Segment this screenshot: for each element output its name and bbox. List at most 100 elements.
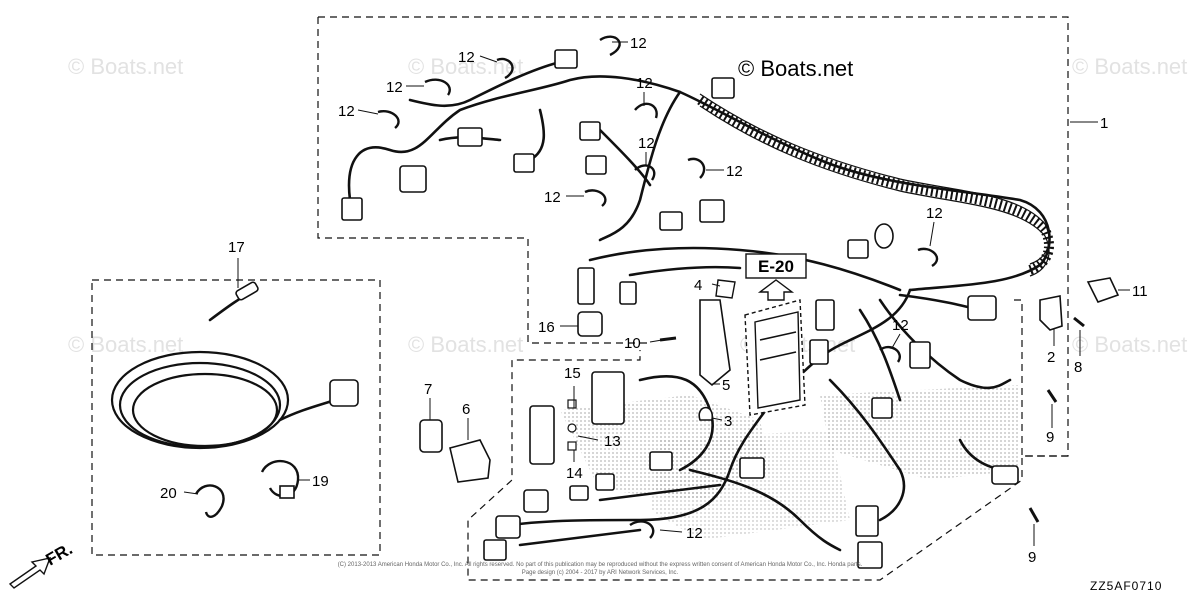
right-parts (567, 277, 1120, 523)
callout-2: 2 (1047, 349, 1055, 366)
callouts: 1 2 3 4 5 6 7 8 9 9 10 11 12 12 12 12 12… (160, 35, 1148, 566)
connector (991, 465, 1019, 485)
bolt-icon (1046, 389, 1058, 403)
connector (341, 197, 363, 221)
watermark: © Boats.net (408, 332, 523, 357)
leader-lines (183, 41, 1130, 546)
watermark: © Boats.net (68, 332, 183, 357)
watermark: © Boats.net (68, 54, 183, 79)
up-arrow-icon (757, 279, 795, 301)
connector (649, 451, 673, 471)
clip-icon (424, 78, 451, 96)
callout-9: 9 (1028, 549, 1036, 566)
callout-12: 12 (386, 79, 403, 96)
connectors (341, 49, 1019, 569)
clip-icon (584, 189, 607, 207)
connector (699, 199, 725, 223)
front-indicator: FR. (8, 539, 76, 589)
watermark: © Boats.net (1072, 332, 1187, 357)
bolt-icon (1028, 507, 1040, 523)
clip-icon (634, 102, 658, 119)
clip-icon (377, 110, 400, 129)
bolt-icon (659, 336, 677, 342)
connector (457, 127, 483, 147)
nut-icon (567, 399, 577, 409)
clamp-icon (698, 406, 713, 421)
stay-icon (1039, 295, 1063, 331)
copyright-line: (C) 2013-2013 American Honda Motor Co., … (338, 562, 863, 568)
dashed-frames (91, 16, 1069, 581)
reference-box: E-20 (745, 253, 807, 301)
callout-12: 12 (686, 525, 703, 542)
callout-11: 11 (1132, 283, 1148, 300)
front-arrow-icon (8, 557, 52, 589)
callout-12: 12 (638, 135, 655, 152)
diagram-code: ZZ5AF0710 (1090, 579, 1162, 593)
brand-label: © Boats.net (738, 56, 853, 81)
clips (377, 35, 939, 539)
connector (513, 153, 535, 173)
nut-icon (567, 441, 577, 451)
coupler-icon (449, 439, 491, 483)
clip-icon (629, 520, 655, 539)
connector (809, 339, 829, 365)
connector (523, 489, 549, 513)
callout-12: 12 (338, 103, 355, 120)
watermark: © Boats.net (1072, 54, 1187, 79)
clip-icon (634, 164, 656, 181)
connector (495, 515, 521, 539)
callout-1: 1 (1100, 115, 1108, 132)
callout-12: 12 (726, 163, 743, 180)
connector (595, 473, 615, 491)
corrugated-tube (697, 93, 1054, 277)
connector (659, 211, 683, 231)
clip-icon (917, 247, 939, 268)
callout-10: 10 (624, 335, 641, 352)
callout-8: 8 (1074, 359, 1082, 376)
ecu-module (744, 299, 806, 416)
connector (569, 485, 589, 501)
callout-5: 5 (722, 377, 730, 394)
callout-14: 14 (566, 465, 583, 482)
connector (579, 121, 601, 141)
callout-3: 3 (724, 413, 732, 430)
connector (874, 223, 894, 249)
bracket (699, 279, 736, 387)
clip-icon (496, 57, 514, 80)
washer-icon (567, 423, 577, 433)
callout-12: 12 (544, 189, 561, 206)
connector (711, 77, 735, 99)
clip-icon (687, 157, 706, 179)
connector (847, 239, 869, 259)
connector (619, 281, 637, 305)
callout-4: 4 (694, 277, 702, 294)
connector-cover-icon (419, 419, 443, 453)
callout-12: 12 (636, 75, 653, 92)
callout-12: 12 (926, 205, 943, 222)
callout-12: 12 (892, 317, 909, 334)
callout-12: 12 (630, 35, 647, 52)
copyright-line: Page design (c) 2004 - 2017 by ARI Netwo… (522, 570, 679, 576)
relay-box-icon (529, 405, 555, 465)
grommet-icon (1086, 277, 1120, 303)
connector (857, 541, 883, 569)
cable-connector-icon (329, 379, 359, 407)
clip-icon (599, 35, 621, 57)
reference-box-label: E-20 (758, 257, 794, 276)
connector (855, 505, 879, 537)
callout-12: 12 (458, 49, 475, 66)
callout-7: 7 (424, 381, 432, 398)
callout-19: 19 (312, 473, 329, 490)
clip-icon (879, 345, 901, 363)
connector (815, 299, 835, 331)
connector (591, 371, 625, 425)
callout-6: 6 (462, 401, 470, 418)
connector (554, 49, 578, 69)
connector (577, 267, 595, 305)
connector (739, 457, 765, 479)
connector (871, 397, 893, 419)
connector (399, 165, 427, 193)
cable-assembly (110, 281, 359, 518)
bolt-icon (1073, 316, 1085, 328)
